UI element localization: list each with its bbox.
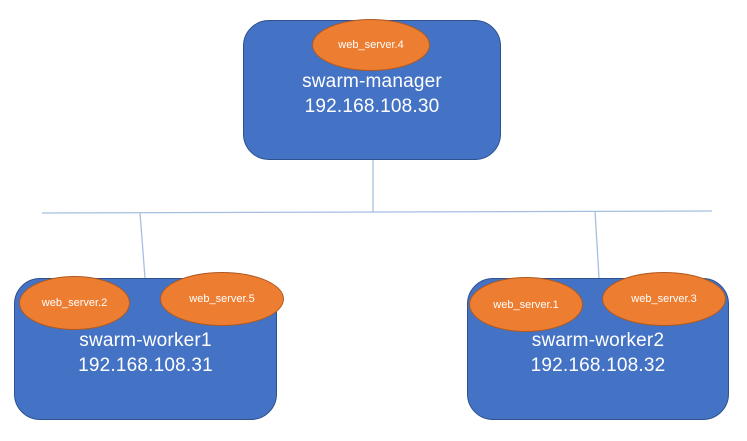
task-web-server-1[interactable]: web_server.1 — [469, 277, 583, 332]
worker2-connector — [594, 210, 600, 279]
task-web-server-5[interactable]: web_server.5 — [160, 272, 284, 326]
task-web-server-4[interactable]: web_server.4 — [312, 19, 430, 71]
worker1-ip: 192.168.108.31 — [78, 355, 213, 376]
task-web-server-3[interactable]: web_server.3 — [602, 272, 726, 326]
task-web-server-2[interactable]: web_server.2 — [19, 276, 130, 330]
manager-name: swarm-manager — [302, 71, 442, 92]
worker2-ip: 192.168.108.32 — [530, 355, 666, 376]
worker1-connector — [139, 212, 146, 279]
network-bus-line — [41, 210, 713, 214]
manager-ip: 192.168.108.30 — [304, 96, 440, 117]
worker1-name: swarm-worker1 — [79, 330, 212, 351]
worker2-name: swarm-worker2 — [531, 330, 665, 351]
